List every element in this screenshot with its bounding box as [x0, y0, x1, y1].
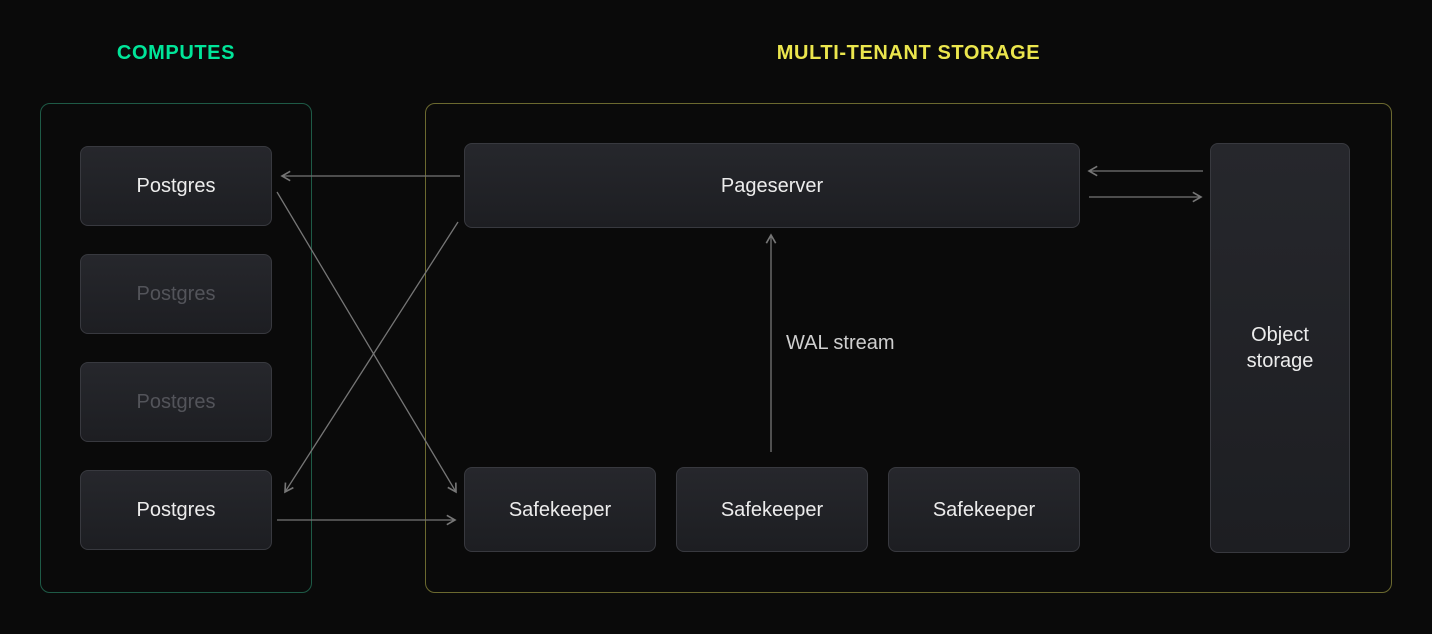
pageserver-node: Pageserver	[464, 143, 1080, 228]
safekeeper-node-1: Safekeeper	[464, 467, 656, 552]
computes-title: COMPUTES	[116, 42, 236, 64]
safekeeper-node-label: Safekeeper	[932, 498, 1036, 521]
pageserver-node-label: Pageserver	[720, 174, 824, 197]
safekeeper-node-3: Safekeeper	[888, 467, 1080, 552]
postgres-node-4: Postgres	[80, 470, 272, 550]
safekeeper-node-label: Safekeeper	[508, 498, 612, 521]
object-storage-node: Object storage	[1210, 143, 1350, 553]
wal-stream-label: WAL stream	[786, 332, 895, 354]
postgres-node-label: Postgres	[136, 499, 216, 521]
safekeeper-node-label: Safekeeper	[720, 498, 824, 521]
safekeeper-node-2: Safekeeper	[676, 467, 868, 552]
postgres-node-label: Postgres	[136, 175, 216, 197]
postgres-node-3: Postgres	[80, 362, 272, 442]
object-storage-node-label: Object storage	[1246, 324, 1314, 372]
storage-title: MULTI-TENANT STORAGE	[776, 42, 1041, 64]
postgres-node-label: Postgres	[136, 283, 216, 305]
postgres-node-label: Postgres	[136, 391, 216, 413]
postgres-node-1: Postgres	[80, 146, 272, 226]
postgres-node-2: Postgres	[80, 254, 272, 334]
